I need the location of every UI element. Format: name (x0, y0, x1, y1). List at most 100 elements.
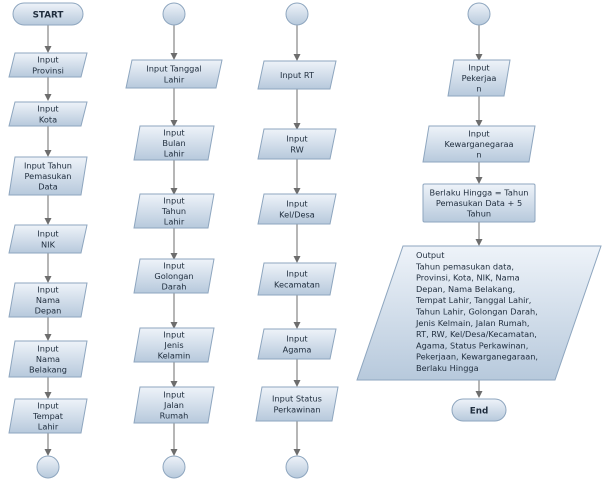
output-line: Tahun pemasukan data, (415, 261, 514, 271)
input-rt-shape (257, 60, 337, 90)
input-jenis-kelamin-label: Kelamin (158, 351, 191, 361)
input-nama-depan-label: Input (37, 284, 59, 294)
connector-circle-col4-top (467, 2, 491, 26)
input-tahun-lahir-shape (133, 193, 215, 229)
input-provinsi-label: Provinsi (32, 65, 64, 75)
output-line: Pekerjaan, Kewarganegaraan, (416, 352, 538, 362)
input-rw-label: Input (286, 134, 308, 144)
input-nama-depan-label: Nama (36, 295, 60, 305)
connector-circle-col3-top (285, 2, 309, 26)
input-kel-desa-shape (257, 193, 337, 225)
input-kota-label: Input (37, 104, 59, 114)
input-pekerjaan-shape (447, 59, 511, 97)
output-line: Tahun Lahir, Golongan Darah, (415, 307, 538, 317)
input-provinsi-label: Input (37, 55, 59, 65)
end-terminator: End (451, 398, 507, 422)
input-tahun-lahir-label: Input (163, 195, 185, 205)
end-terminator-shape (451, 398, 507, 422)
input-tempat-lahir-shape (8, 398, 88, 434)
input-tanggal-lahir-label: Lahir (164, 74, 185, 84)
input-rw-label: RW (290, 144, 303, 154)
input-tahun-lahir-label: Lahir (164, 217, 185, 227)
input-pekerjaan-label: Pekerjaa (462, 73, 497, 83)
input-kewarganegaraan-label: n (476, 150, 481, 160)
input-kewarganegaraan-label: Kewarganegaraa (445, 139, 514, 149)
input-rt-label: Input RT (280, 70, 315, 80)
input-jalan-rumah-label: Rumah (160, 411, 189, 421)
connector-circle-col3-bottom (285, 455, 309, 479)
input-tahun-pemasukan-label: Data (38, 182, 58, 192)
input-nama-depan-label: Depan (35, 306, 62, 316)
input-nama-depan-shape (8, 282, 88, 318)
input-bulan-lahir-label: Lahir (164, 149, 185, 159)
output-line: Output (416, 250, 445, 260)
input-kecamatan-shape (257, 262, 337, 296)
input-jalan-rumah-label: Input (163, 389, 185, 399)
input-bulan-lahir-label: Bulan (162, 138, 185, 148)
end-terminator-label: End (470, 407, 489, 417)
process-berlaku-hingga-label: Berlaku Hingga = Tahun (430, 187, 529, 197)
input-kecamatan-label: Kecamatan (274, 279, 320, 289)
input-agama-shape (257, 328, 337, 360)
input-kewarganegaraan-shape (422, 125, 536, 163)
input-jenis-kelamin-label: Jenis (163, 340, 183, 350)
connector-circle-col1 (36, 455, 60, 479)
input-nik-label: NIK (41, 239, 56, 249)
input-status-perkawinan-shape (255, 386, 339, 422)
input-status-perkawinan-label: Input Status (272, 394, 322, 404)
input-nama-belakang-label: Belakang (29, 365, 67, 375)
output-line: RT, RW, Kel/Desa/Kecamatan, (416, 329, 537, 339)
input-nama-belakang-label: Input (37, 343, 59, 353)
input-jalan-rumah-shape (133, 386, 215, 424)
input-kecamatan-label: Input (286, 269, 308, 279)
input-tanggal-lahir-shape (125, 59, 223, 89)
input-provinsi-shape (8, 52, 88, 78)
input-rw-shape (257, 128, 337, 160)
input-jenis-kelamin-label: Input (163, 329, 185, 339)
input-nik-shape (8, 224, 88, 254)
output-line: Berlaku Hingga (416, 363, 479, 373)
input-bulan-lahir-shape (133, 125, 215, 161)
connector-circle-col2-top (162, 2, 186, 26)
input-golongan-darah-label: Input (163, 260, 185, 270)
input-tahun-lahir-label: Tahun (161, 206, 186, 216)
input-kel-desa-label: Input (286, 199, 308, 209)
input-agama-label: Input (286, 334, 308, 344)
input-kota-label: Kota (39, 114, 57, 124)
input-tahun-pemasukan-shape (8, 156, 88, 196)
connector-circle-col2-bottom (162, 455, 186, 479)
input-bulan-lahir-label: Input (163, 127, 185, 137)
input-tempat-lahir-label: Tempat (32, 411, 64, 421)
process-berlaku-hingga-label: Tahun (466, 209, 491, 219)
input-status-perkawinan-label: Perkawinan (273, 404, 320, 414)
input-pekerjaan-label: n (476, 84, 481, 94)
input-nama-belakang-label: Nama (36, 354, 60, 364)
output-line: Agama, Status Perkawinan, (416, 340, 528, 350)
input-nik-label: Input (37, 229, 59, 239)
output-line: Jenis Kelmain, Jalan Rumah, (415, 318, 530, 328)
output-block-shape (356, 245, 602, 381)
output-line: Depan, Nama Belakang, (416, 284, 515, 294)
input-tanggal-lahir-label: Input Tanggal (146, 64, 201, 74)
input-tahun-pemasukan-label: Pemasukan (25, 171, 72, 181)
input-golongan-darah-shape (133, 258, 215, 294)
